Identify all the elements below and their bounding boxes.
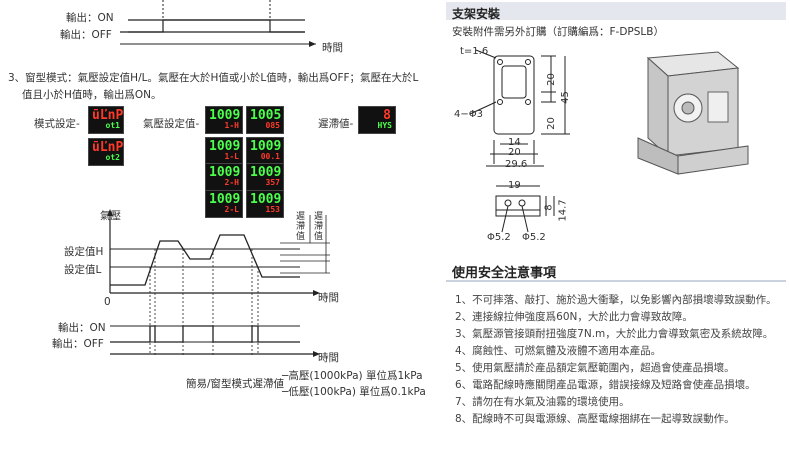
bracket-product-illustration (637, 51, 749, 175)
dim-45: 45 (559, 91, 571, 104)
bottom-timing-diagram (110, 325, 320, 357)
top-output-off-label: 輸出：OFF (60, 29, 112, 41)
set-l-label: 設定值L (64, 264, 102, 276)
safety-item-4: 4、腐蝕性、可燃氣體及液體不適用本產品。 (455, 345, 662, 357)
low-pressure-note: ─低壓(100kPa) 單位爲0.1kPa (282, 386, 426, 398)
chart-time-axis-label: 時間 (318, 292, 339, 304)
bracket-section-title: 支架安裝 (452, 7, 501, 21)
top-time-axis-label: 時間 (322, 42, 343, 54)
dim-phi-1: Φ5.2 (487, 232, 511, 243)
bottom-time-axis-label: 時間 (318, 352, 339, 364)
safety-item-8: 8、配線時不可與電源線、高壓電線捆綁在一起導致誤動作。 (455, 413, 735, 425)
dim-20b: 20 (545, 117, 557, 130)
dim-19: 19 (508, 180, 521, 191)
dim-14: 14 (508, 137, 521, 148)
safety-item-5: 5、使用氣壓請於產品額定氣壓範圍內，超過會使產品損壞。 (455, 362, 735, 374)
dim-14-7: 14.7 (557, 199, 569, 222)
mode3-description-line2: 值且小於H值時，輸出爲ON。 (22, 89, 162, 101)
safety-item-1: 1、不可摔落、敲打、施於過大衝擊，以免影響內部損壞導致誤動作。 (455, 294, 777, 306)
dim-8: 8 (543, 204, 555, 211)
safety-section-title: 使用安全注意事項 (452, 266, 557, 281)
pressure-setting-label: 氣壓設定值- (143, 118, 200, 130)
top-output-on-label: 輸出：ON (66, 12, 114, 24)
mode-display-ot2: ūĽnP ot2 (88, 138, 124, 166)
dim-20a: 20 (545, 73, 557, 86)
safety-item-2: 2、連接線拉伸強度爲60N，大於此力會導致故障。 (455, 311, 693, 323)
high-pressure-note: ─高壓(1000kPa) 單位爲1kPa (282, 370, 423, 382)
mode-display-ot1: ūĽnP ot1 (88, 106, 124, 134)
safety-item-6: 6、電路配線時應關閉產品電源，錯誤接線及短路會使產品損壞。 (455, 379, 756, 391)
mode3-description-line1: 3、窗型模式：氣壓設定值H/L。氣壓在大於H值或小於L值時，輸出爲OFF；氣壓在… (8, 72, 419, 84)
safety-section-bar (446, 260, 786, 282)
hysteresis-display: 8 HYS (358, 106, 396, 134)
origin-label: 0 (104, 296, 111, 308)
hysteresis-label-1: 遲滯值 (296, 212, 306, 242)
bracket-dimension-drawing (469, 49, 570, 233)
dim-phi-2: Φ5.2 (522, 232, 546, 243)
dim-holes: 4−Φ3 (454, 109, 483, 120)
safety-item-3: 3、氣壓源管接頭耐扭強度7N.m，大於此力會導致氣密及系統故障。 (455, 328, 774, 340)
bracket-section-bar (446, 2, 786, 20)
bracket-subtitle: 安裝附件需另外訂購（訂購編爲：F-DPSLB） (452, 26, 664, 38)
dim-20c: 20 (508, 147, 521, 158)
bottom-output-on-label: 輸出：ON (58, 322, 106, 334)
dim-thickness: t=1.6 (460, 46, 489, 57)
hysteresis-caption: 簡易/窗型模式遲滯値 (186, 378, 285, 390)
hysteresis-label: 遲滯値- (318, 118, 354, 130)
dim-29-6: 29.6 (505, 159, 528, 170)
top-timing-diagram (120, 0, 316, 47)
mode-setting-label: 模式設定- (34, 118, 80, 130)
set-h-label: 設定值H (64, 246, 104, 258)
safety-item-7: 7、請勿在有水氣及油霧的環境使用。 (455, 396, 630, 408)
bottom-output-off-label: 輸出：OFF (52, 338, 104, 350)
hysteresis-label-2: 遲滯值 (314, 212, 324, 242)
